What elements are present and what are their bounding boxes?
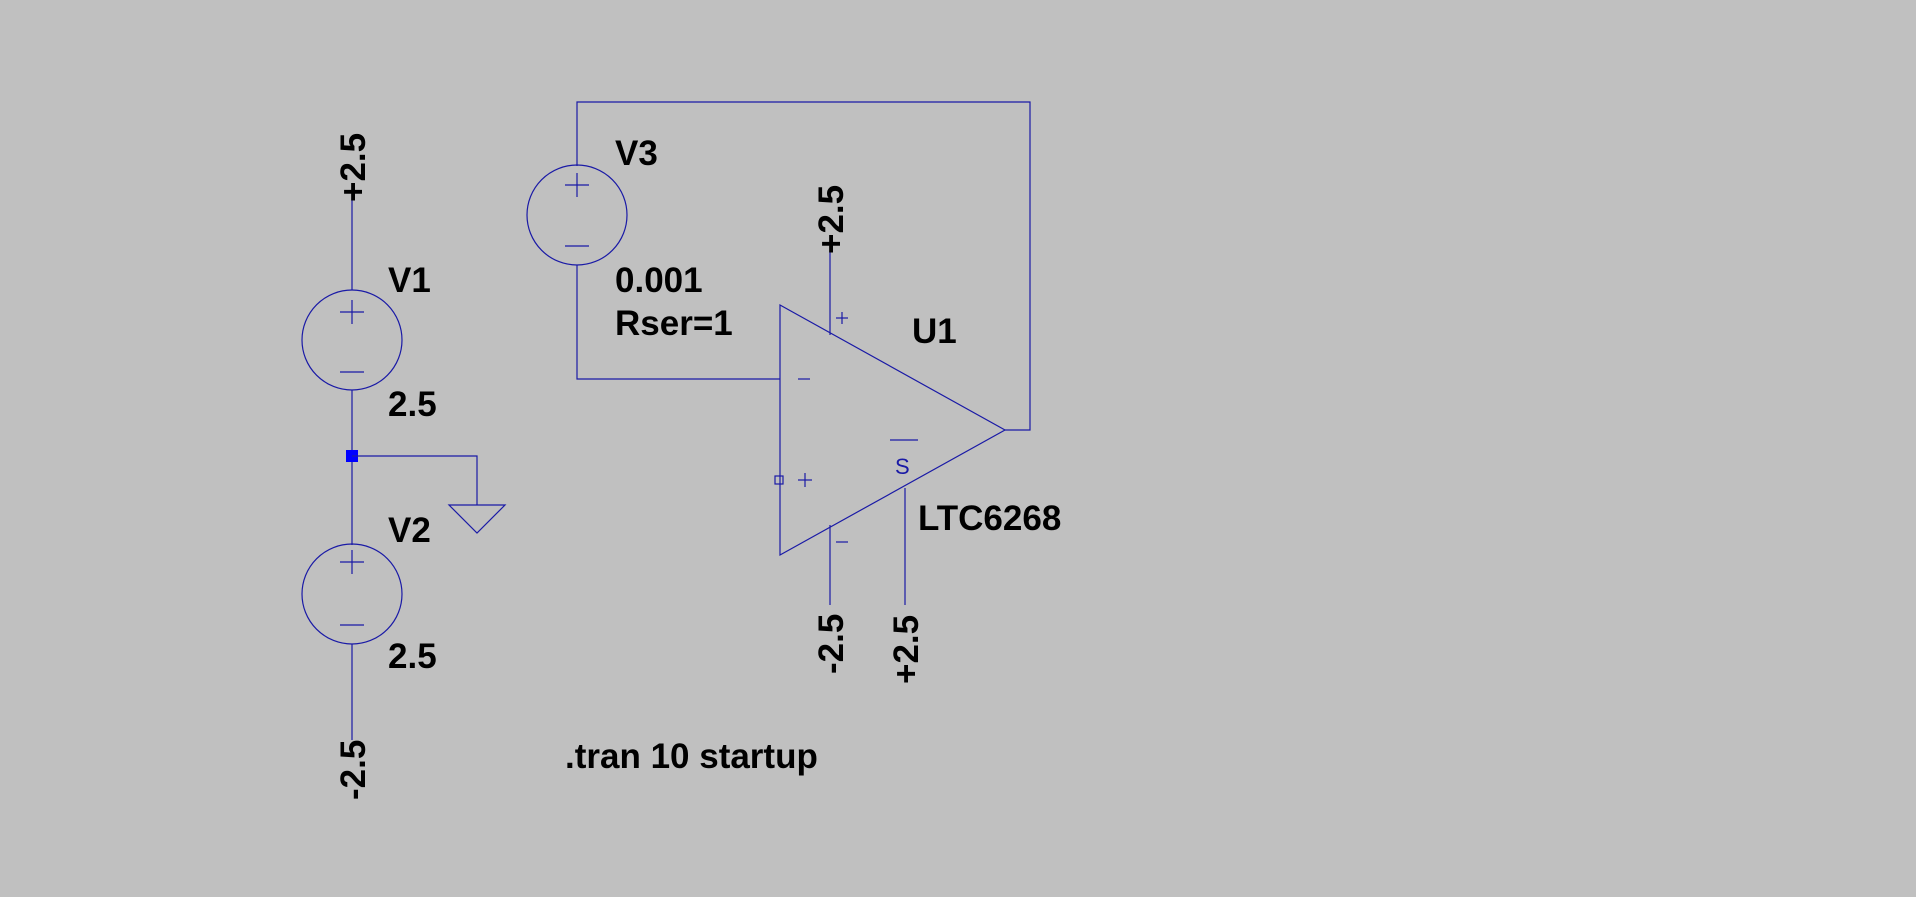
voltage-source-v2[interactable]	[301, 543, 403, 645]
wire-to-ground[interactable]	[352, 455, 478, 505]
wire-v3-to-inv-input[interactable]	[576, 265, 780, 380]
shdn-pin-mark: S	[895, 454, 910, 479]
net-label-v1-top: +2.5	[334, 133, 373, 202]
net-label-u1-shdn: +2.5	[887, 615, 926, 684]
opamp-noninv-pin-marker[interactable]	[774, 475, 784, 485]
net-label-v2-bottom: -2.5	[334, 740, 373, 800]
voltage-source-v3[interactable]	[526, 164, 628, 266]
v3-rser-label: Rser=1	[615, 304, 733, 343]
v3-name-label: V3	[615, 134, 658, 173]
v2-value-label: 2.5	[388, 637, 437, 676]
net-label-u1-vplus: +2.5	[812, 185, 851, 254]
voltage-source-v1[interactable]	[301, 289, 403, 391]
u1-name-label: U1	[912, 312, 957, 351]
net-label-u1-vminus: -2.5	[812, 614, 851, 674]
v1-name-label: V1	[388, 261, 431, 300]
wire-feedback-loop[interactable]	[576, 101, 1031, 431]
u1-part-label: LTC6268	[918, 499, 1061, 538]
v1-value-label: 2.5	[388, 385, 437, 424]
v2-name-label: V2	[388, 511, 431, 550]
ground-symbol[interactable]	[447, 504, 507, 534]
opamp-u1[interactable]	[779, 303, 1007, 557]
spice-directive[interactable]: .tran 10 startup	[565, 737, 818, 776]
v3-value-label: 0.001	[615, 261, 703, 300]
